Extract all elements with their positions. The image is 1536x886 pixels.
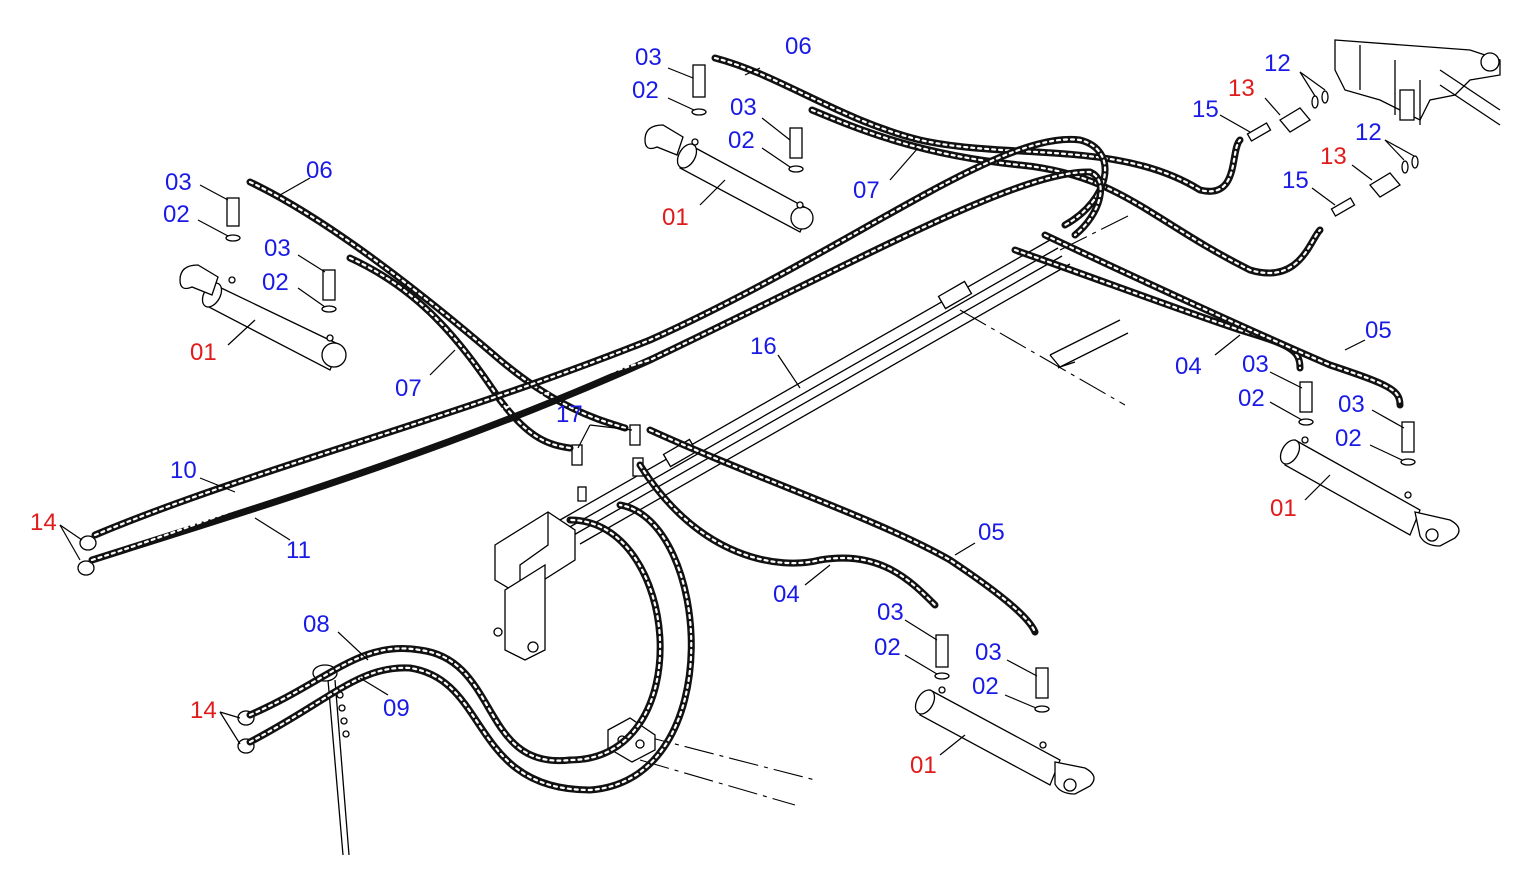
label-08: 08 (303, 611, 330, 638)
label-03: 03 (165, 169, 192, 196)
label-04: 04 (1175, 353, 1202, 380)
label-02: 02 (632, 77, 659, 104)
label-03: 03 (1242, 351, 1269, 378)
label-11: 11 (286, 537, 311, 564)
label-15: 15 (1282, 167, 1309, 194)
label-02: 02 (1335, 425, 1362, 452)
label-06: 06 (785, 33, 812, 60)
label-13: 13 (1320, 143, 1347, 170)
label-09: 09 (383, 695, 410, 722)
label-03: 03 (877, 599, 904, 626)
label-14: 14 (30, 509, 57, 536)
cylinder-top-left (179, 264, 347, 371)
label-12: 12 (1355, 119, 1382, 146)
label-02: 02 (1238, 385, 1265, 412)
label-07: 07 (853, 177, 880, 204)
hose-clamp (607, 717, 656, 763)
part-labels: 03 02 03 02 06 07 01 03 02 03 02 06 07 0… (30, 33, 1392, 779)
label-15: 15 (1192, 96, 1219, 123)
label-01: 01 (190, 339, 217, 366)
label-03: 03 (264, 235, 291, 262)
leader-lines (59, 67, 1415, 756)
label-13: 13 (1228, 75, 1255, 102)
label-03: 03 (975, 639, 1002, 666)
label-10: 10 (170, 457, 197, 484)
label-02: 02 (163, 201, 190, 228)
label-01: 01 (910, 752, 937, 779)
label-05: 05 (1365, 317, 1392, 344)
tractor-hitch (1334, 39, 1501, 126)
cylinder-right (1279, 436, 1460, 547)
hoses (88, 54, 1404, 794)
cylinder-bottom (914, 686, 1095, 795)
label-02: 02 (262, 269, 289, 296)
label-03: 03 (730, 94, 757, 121)
label-03: 03 (635, 44, 662, 71)
label-02: 02 (972, 673, 999, 700)
label-01: 01 (1270, 495, 1297, 522)
label-02: 02 (874, 634, 901, 661)
label-07: 07 (395, 375, 422, 402)
label-02: 02 (728, 127, 755, 154)
label-12: 12 (1264, 50, 1291, 77)
label-04: 04 (773, 581, 800, 608)
label-06: 06 (306, 157, 333, 184)
label-01: 01 (662, 204, 689, 231)
cylinder-top-center (644, 124, 814, 233)
label-05: 05 (978, 519, 1005, 546)
label-16: 16 (750, 333, 777, 360)
label-17: 17 (556, 401, 583, 428)
mounting-bracket (493, 511, 576, 661)
fittings (77, 64, 1419, 754)
label-03: 03 (1338, 391, 1365, 418)
label-14: 14 (190, 697, 217, 724)
